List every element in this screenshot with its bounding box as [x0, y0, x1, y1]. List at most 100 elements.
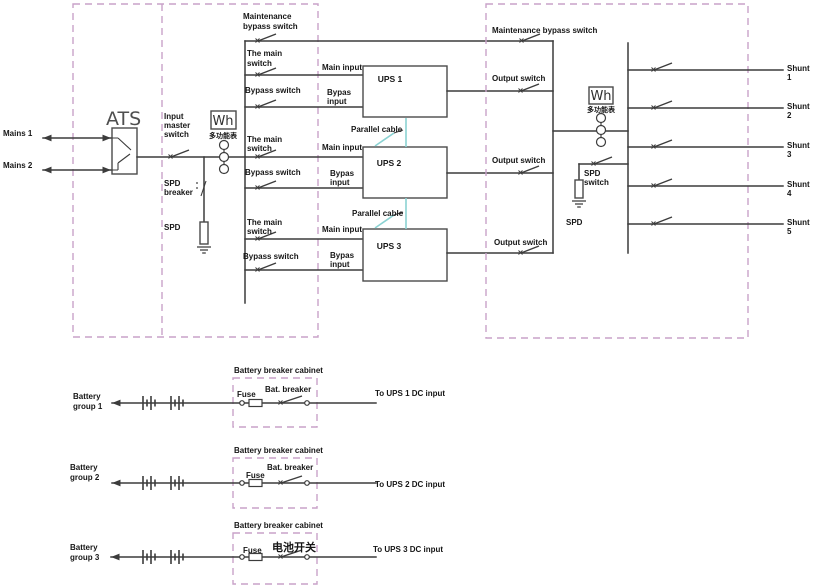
output-ground-icon [571, 200, 587, 208]
battery-3-fuse-label: Fuse [243, 546, 262, 555]
ats-box [111, 127, 138, 175]
output-wh-meter-cn-label: 多功能表 [587, 105, 616, 114]
battery-1-to-ups-label: To UPS 1 DC input [375, 389, 445, 398]
ats-label: ATS [106, 108, 141, 130]
ups1-main-input-label: Main input [322, 63, 362, 72]
battery-1-arrow-icon [112, 399, 121, 407]
shunt-2-branch [627, 100, 784, 111]
battery-2-arrow-icon [112, 479, 121, 487]
battery-cabinet-1-title: Battery breaker cabinet [234, 366, 323, 375]
current-transformer-string-icon [218, 139, 230, 175]
shunt-3-number: 3 [787, 150, 792, 159]
main-switch-2-label-2: switch [247, 144, 272, 153]
output-switch-1-label: Output switch [492, 74, 545, 83]
shunt-5-number: 5 [787, 227, 792, 236]
spd-device-box [199, 221, 209, 245]
mains2-arrow-left-icon [43, 166, 52, 174]
parallel-cable-1-label: Parallel cable [351, 125, 403, 134]
shunt-1-branch [627, 62, 784, 73]
battery-group-3-label-1: Battery [70, 543, 98, 552]
mains2-arrow-right-icon [102, 166, 111, 174]
output-current-transformer-string-icon [595, 112, 607, 148]
bypass-switch-3-label: Bypass switch [243, 252, 299, 261]
battery-1-breaker-symbol [277, 395, 310, 406]
battery-group-1-label-2: group 1 [73, 402, 103, 411]
battery-cabinet-2-title: Battery breaker cabinet [234, 446, 323, 455]
battery-group-2-label-1: Battery [70, 463, 98, 472]
maint-bypass-label-1: Maintenance [243, 12, 292, 21]
output-maint-bypass-label: Maintenance bypass switch [492, 26, 597, 35]
spd-breaker-blade-icon [200, 180, 207, 197]
ups3-bypass-input-label-1: Bypas [330, 251, 355, 260]
maint-bypass-label-2: bypass switch [243, 22, 298, 31]
input-section: Mains 1 Mains 2 ATS Input master switch … [3, 3, 554, 338]
mains1-label: Mains 1 [3, 129, 33, 138]
ats-transfer-switch-symbol [112, 137, 132, 171]
output-switch-2-label: Output switch [492, 156, 545, 165]
battery-cabinet-3-title: Battery breaker cabinet [234, 521, 323, 530]
ups1-box [362, 65, 448, 118]
wh-meter-cn-label: 多功能表 [209, 131, 238, 140]
output-section: Maintenance bypass switch Output switch … [485, 3, 810, 339]
shunt-4-label: Shunt [787, 180, 810, 189]
input-master-switch-label-1: Input [164, 112, 184, 121]
battery-group-2-label-2: group 2 [70, 473, 100, 482]
main-switch-3-label-2: switch [247, 227, 272, 236]
main-switch-3-label-1: The main [247, 218, 282, 227]
output-wh-meter-box [588, 86, 614, 105]
ups-section: Main input Bypas input UPS 1 Main input … [322, 63, 554, 282]
input-master-switch-label-2: master [164, 121, 190, 130]
spd-label: SPD [164, 223, 181, 232]
battery-row-1: Battery breaker cabinet Battery group 1 … [73, 366, 445, 428]
battery-2-breaker-label: Bat. breaker [267, 463, 313, 472]
mains2-label: Mains 2 [3, 161, 33, 170]
wh-meter-box [210, 110, 237, 130]
ups2-main-input-label: Main input [322, 143, 362, 152]
battery-3-breaker-label: 电池开关 [272, 540, 316, 554]
ups1-bypass-input-label-1: Bypas [327, 88, 352, 97]
shunt-3-label: Shunt [787, 141, 810, 150]
ups3-label: UPS 3 [377, 241, 402, 251]
spd-breaker-label-1: SPD [164, 179, 181, 188]
battery-row-2: Battery breaker cabinet Battery group 2 … [70, 446, 445, 509]
output-cabinet-dashed-box [485, 3, 749, 339]
ups1-bypass-input-label-2: input [327, 97, 347, 106]
ups2-bypass-input-label-2: input [330, 178, 350, 187]
battery-group-1-label-1: Battery [73, 392, 101, 401]
battery-2-to-ups-label: To UPS 2 DC input [375, 480, 445, 489]
ups2-bypass-input-label-1: Bypas [330, 169, 355, 178]
shunt-4-branch [627, 178, 784, 189]
parallel-cable-2 [374, 198, 407, 229]
spd-breaker-label-2: breaker [164, 188, 193, 197]
output-wh-meter-label: Wh [590, 89, 611, 104]
shunt-3-branch [627, 139, 784, 150]
parallel-cable-1 [374, 118, 407, 147]
output-spd-label: SPD [566, 218, 583, 227]
battery-1-fuse-label: Fuse [237, 390, 256, 399]
shunt-5-branch [627, 216, 784, 227]
output-spd-device-box [574, 179, 584, 199]
parallel-cable-2-label: Parallel cable [352, 209, 404, 218]
spd-branch [196, 156, 212, 254]
shunt-1-number: 1 [787, 73, 792, 82]
battery-group-3-label-2: group 3 [70, 553, 100, 562]
main-switch-2-label-1: The main [247, 135, 282, 144]
main-switch-1-label-2: switch [247, 59, 272, 68]
mains1-arrow-right-icon [102, 134, 111, 142]
shunt-1-label: Shunt [787, 64, 810, 73]
shunt-2-number: 2 [787, 111, 792, 120]
output-spd-branch [571, 156, 629, 208]
ups1-label: UPS 1 [378, 74, 403, 84]
battery-1-breaker-label: Bat. breaker [265, 385, 311, 394]
battery-1-fuse-symbol [239, 398, 263, 408]
ground-icon [196, 246, 212, 254]
battery-2-breaker-symbol [277, 475, 310, 486]
input-master-switch-label-3: switch [164, 130, 189, 139]
ups3-main-input-label: Main input [322, 225, 362, 234]
battery-row-3: Battery breaker cabinet Battery group 3 … [70, 521, 443, 585]
shunt-5-label: Shunt [787, 218, 810, 227]
spd-switch-label-1: SPD [584, 169, 601, 178]
bypass-switch-1-label: Bypass switch [245, 86, 301, 95]
